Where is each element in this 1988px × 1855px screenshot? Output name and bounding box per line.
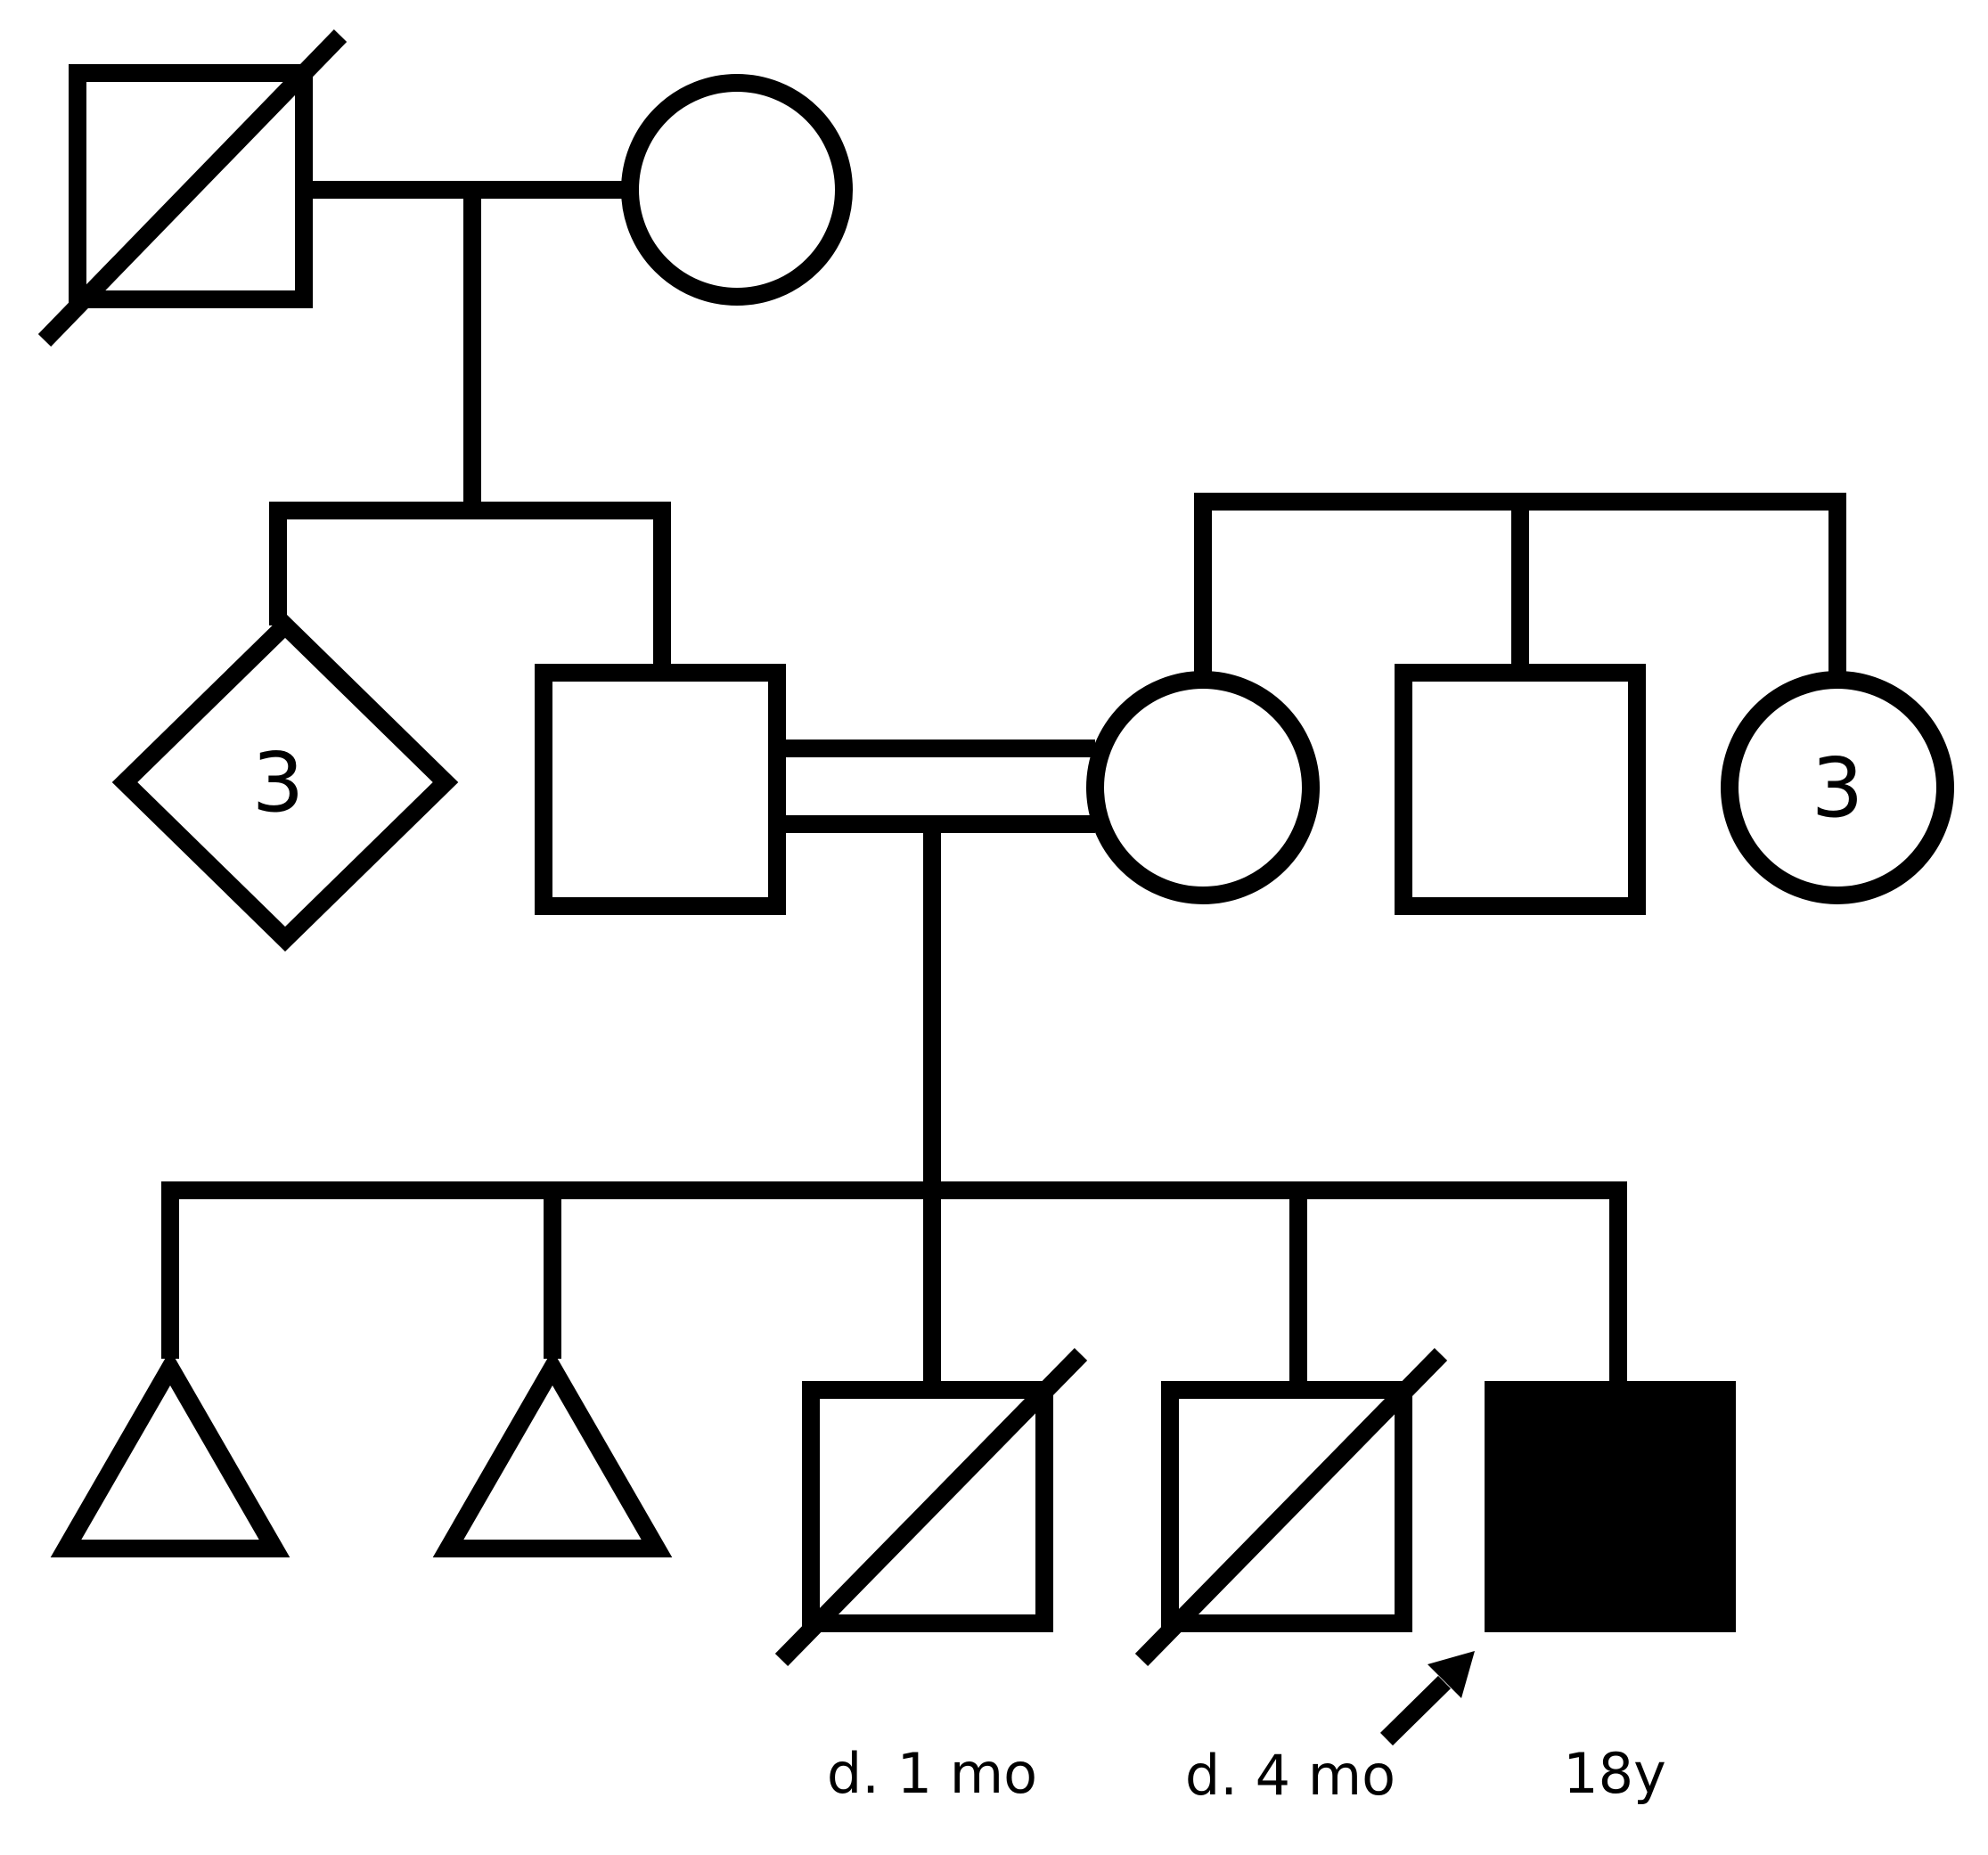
pregnancy-loss-1-triangle — [50, 1349, 290, 1557]
child4-death-age: d. 4 mo — [1185, 1743, 1395, 1808]
grandfather — [37, 29, 348, 347]
diamond-shape — [111, 613, 459, 952]
proband-arrow-head — [1428, 1651, 1475, 1698]
father-square — [535, 664, 786, 915]
proband-arrow-icon — [1379, 1651, 1475, 1746]
child3-death-age: d. 1 mo — [827, 1741, 1037, 1806]
child-4: d. 4 mo — [1134, 1348, 1448, 1808]
grandmother-circle — [621, 74, 853, 306]
maternal-uncle-square — [1395, 664, 1646, 915]
child4-deceased-slash — [1134, 1348, 1448, 1666]
pregnancy-loss-2-triangle — [432, 1349, 673, 1557]
maternal-sisters-circle — [1721, 671, 1954, 904]
proband-age-label: 18y — [1563, 1741, 1666, 1806]
proband-affected-square — [1485, 1381, 1736, 1632]
mother-circle — [1086, 671, 1320, 904]
grandfather-deceased-slash — [37, 29, 348, 347]
child3-deceased-slash — [774, 1348, 1088, 1666]
maternal-sisters: 3 — [1721, 671, 1954, 904]
child-3: d. 1 mo — [774, 1348, 1088, 1806]
proband-arrow-shaft — [1379, 1675, 1452, 1746]
sibship-diamond: 3 — [111, 613, 459, 952]
proband: 18y — [1379, 1381, 1736, 1806]
sibship-count-label: 3 — [252, 735, 305, 830]
maternal-sisters-count-label: 3 — [1812, 740, 1864, 836]
